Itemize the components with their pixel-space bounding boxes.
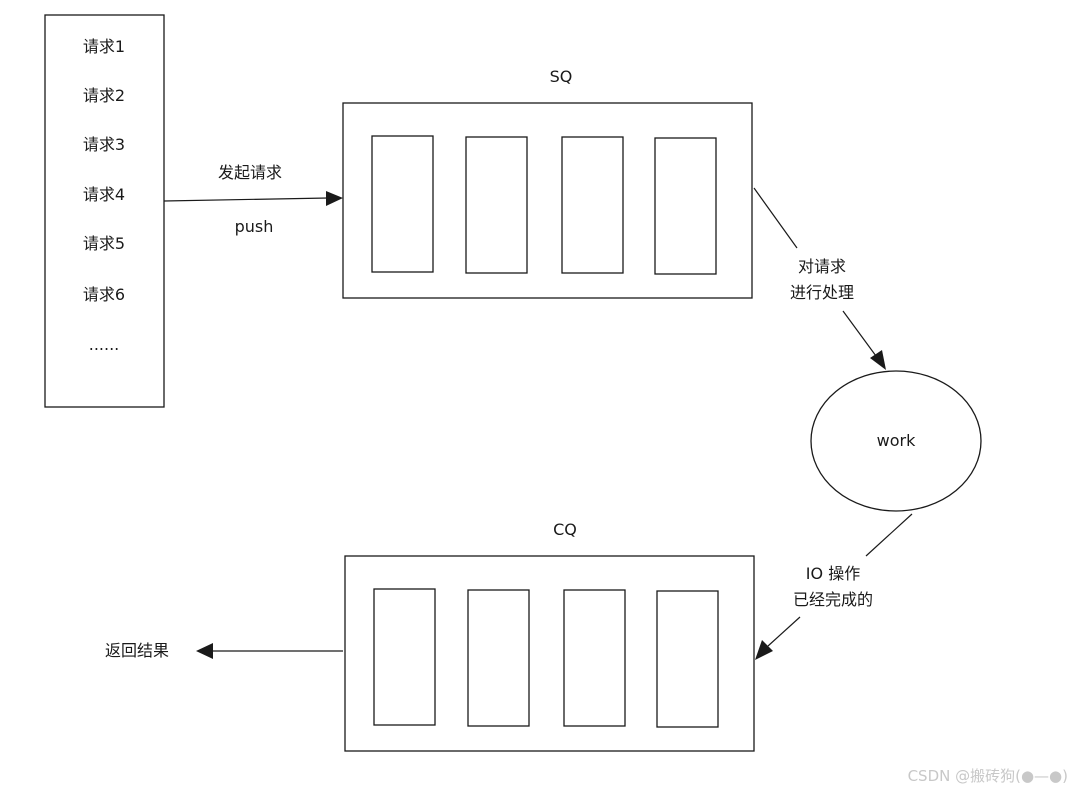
request-item: 请求1 <box>83 37 125 56</box>
complete-arrow-line-upper <box>865 513 913 557</box>
request-item: 请求3 <box>83 135 125 154</box>
push-arrow-bottom-label: push <box>235 217 274 236</box>
cq-slot <box>373 588 436 726</box>
process-arrow-label-line1: 对请求 <box>798 257 846 276</box>
request-item: 请求2 <box>83 86 125 105</box>
process-arrow-label-line2: 进行处理 <box>790 283 854 302</box>
cq-slot <box>563 589 626 727</box>
sq-title: SQ <box>550 67 573 86</box>
push-arrow-line <box>163 197 329 202</box>
process-arrow-line-upper <box>753 187 798 249</box>
sq-slot <box>654 137 717 275</box>
cq-slot <box>656 590 719 728</box>
sq-slots <box>371 135 717 275</box>
cq-slot <box>467 589 530 727</box>
complete-arrow-label-line2: 已经完成的 <box>793 590 873 609</box>
request-list-items: 请求1 请求2 请求3 请求4 请求5 请求6 ...... <box>83 37 125 354</box>
request-list-box <box>44 14 165 408</box>
worker-label: work <box>877 431 916 450</box>
watermark: CSDN @搬砖狗(●—●) <box>907 767 1068 785</box>
sq-slot <box>465 136 528 274</box>
request-item: 请求5 <box>83 234 125 253</box>
push-arrow: 发起请求 push <box>163 163 343 236</box>
process-arrow-head <box>870 350 886 370</box>
request-item-ellipsis: ...... <box>89 335 120 354</box>
sq-slot <box>371 135 434 273</box>
process-arrow: 对请求 进行处理 <box>753 187 886 370</box>
complete-arrow-label-line1: IO 操作 <box>806 564 860 583</box>
return-arrow: 返回结果 <box>105 641 343 660</box>
worker-ellipse <box>810 370 982 512</box>
sq-slot <box>561 136 624 274</box>
cq-title: CQ <box>553 520 577 539</box>
complete-arrow-head <box>755 640 773 660</box>
cq-slots <box>373 588 719 728</box>
push-arrow-head <box>326 191 343 206</box>
complete-arrow: IO 操作 已经完成的 <box>755 513 913 660</box>
push-arrow-top-label: 发起请求 <box>218 163 282 182</box>
return-arrow-head <box>196 643 213 659</box>
request-item: 请求4 <box>83 185 125 204</box>
complete-arrow-line-lower <box>767 616 801 647</box>
request-item: 请求6 <box>83 285 125 304</box>
return-arrow-label: 返回结果 <box>105 641 169 660</box>
process-arrow-line-lower <box>842 310 877 357</box>
